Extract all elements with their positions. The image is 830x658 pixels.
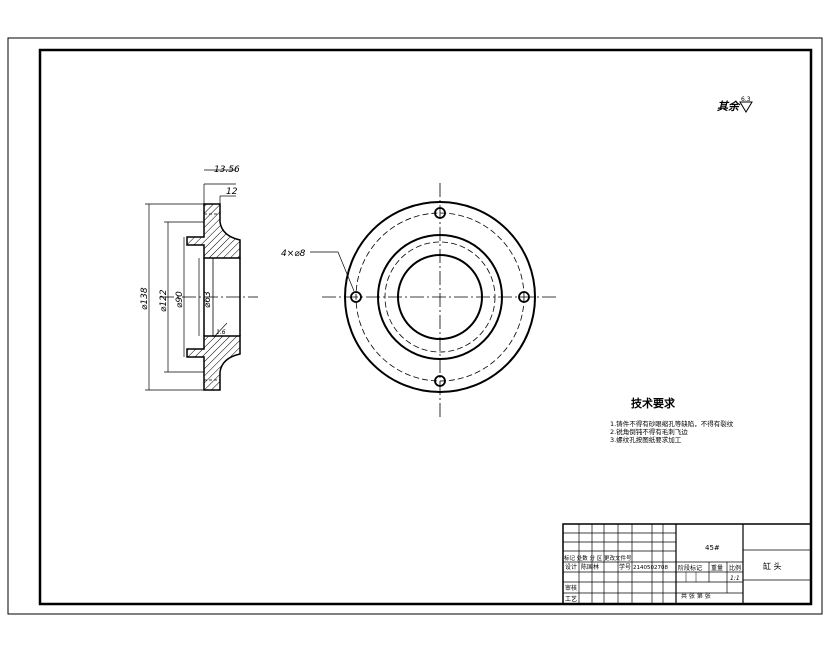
tb-scale-label: 比例 (729, 564, 741, 572)
roughness-symbol (739, 101, 753, 113)
tb-designer: 陈国林 (581, 563, 599, 571)
tb-std-value: 2140502708 (633, 565, 668, 571)
dim-holes: 4×⌀8 (281, 249, 306, 259)
tb-material: 45# (705, 544, 720, 552)
tb-mark-label: 阶段标记 (678, 564, 702, 572)
tech-line-3: 3.螺纹孔按图纸要求加工 (610, 435, 682, 444)
dim-d122: ⌀122 (159, 289, 169, 312)
title-block-text: 45# 缸 头 标记 处数 分 区 更改文件号 设计 陈国林 学号 214050… (564, 544, 782, 603)
bolt-hole-top (434, 207, 446, 219)
dim-d90: ⌀90 (175, 291, 185, 308)
tb-scale-value: 1:1 (730, 575, 740, 582)
tb-audit-label: 审核 (565, 584, 577, 592)
title-block (562, 523, 812, 605)
tech-line-2: 2.锐角倒钝不得有毛刺飞边 (610, 427, 688, 436)
tech-requirements: 技术要求 1.铸件不得有砂眼缩孔等缺陷，不得有裂纹 2.锐角倒钝不得有毛刺飞边 … (610, 396, 734, 444)
tb-sheets: 共 张 第 张 (681, 592, 711, 600)
tech-line-1: 1.铸件不得有砂眼缩孔等缺陷，不得有裂纹 (610, 419, 734, 428)
tb-std-label: 学号 (619, 563, 631, 571)
tb-craft-label: 工艺 (565, 595, 577, 603)
bolt-hole-left (350, 291, 362, 303)
dim-small: 1.6 (216, 329, 226, 336)
bolt-hole-right (518, 291, 530, 303)
dim-d138: ⌀138 (140, 287, 150, 310)
section-hatch-lower (186, 335, 241, 391)
roughness-note: 其余 (717, 100, 741, 113)
front-view (310, 183, 558, 418)
tb-mark-row: 标记 处数 分 区 更改文件号 (564, 554, 632, 562)
tb-weight-label: 重量 (711, 564, 723, 572)
dim-12: 12 (226, 187, 238, 197)
tb-design-label: 设计 (565, 563, 577, 571)
inner-frame (38, 48, 813, 606)
bolt-hole-bottom (434, 375, 446, 387)
roughness-value: 6.3 (741, 96, 751, 103)
dim-d63: ⌀63 (203, 291, 213, 308)
section-view (160, 203, 258, 391)
dim-13-56: 13.56 (214, 165, 240, 175)
tech-title: 技术要求 (631, 396, 676, 410)
section-hatch-upper (186, 203, 241, 259)
section-dimensions (145, 169, 236, 391)
outer-frame (7, 37, 823, 615)
tb-part-name: 缸 头 (763, 561, 782, 571)
